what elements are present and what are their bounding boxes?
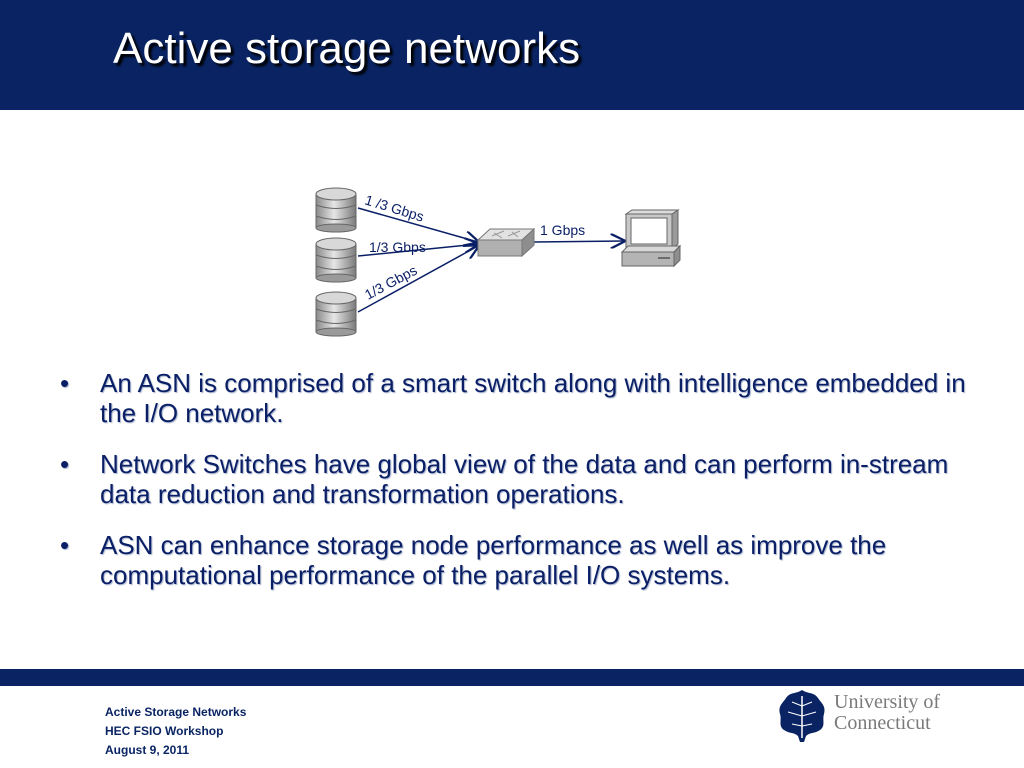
footer-info: Active Storage Networks HEC FSIO Worksho… bbox=[105, 703, 246, 760]
storage-disk-icon bbox=[315, 187, 357, 233]
list-item: • ASN can enhance storage node performanc… bbox=[60, 530, 980, 590]
bullet-text: Network Switches have global view of the… bbox=[100, 449, 949, 509]
link-label-disk2: 1/3 Gbps bbox=[369, 239, 426, 255]
link-line-disk1 bbox=[357, 207, 478, 242]
logo-line-1: University of bbox=[834, 691, 941, 713]
footer-date: August 9, 2011 bbox=[105, 743, 190, 757]
footer-bar bbox=[0, 669, 1024, 686]
link-line-disk2 bbox=[357, 244, 478, 257]
link-line-switch bbox=[533, 241, 624, 242]
link-line-disk3 bbox=[357, 246, 478, 313]
bullet-text: An ASN is comprised of a smart switch al… bbox=[100, 368, 966, 428]
list-item: • Network Switches have global view of th… bbox=[60, 449, 980, 509]
network-switch-icon bbox=[476, 227, 536, 258]
footer-title: Active Storage Networks bbox=[105, 705, 247, 719]
footer-event: HEC FSIO Workshop bbox=[105, 724, 224, 738]
storage-disk-icon bbox=[315, 291, 357, 337]
link-label-switch: 1 Gbps bbox=[540, 222, 585, 238]
bullet-text: ASN can enhance storage node performance… bbox=[100, 530, 887, 590]
oak-leaf-icon bbox=[779, 690, 825, 742]
bullet-dot: • bbox=[60, 530, 70, 560]
bullet-list: • An ASN is comprised of a smart switch a… bbox=[60, 368, 980, 611]
logo-line-2: Connecticut bbox=[834, 712, 931, 734]
uconn-logo bbox=[779, 690, 825, 742]
slide-title: Active storage networks bbox=[113, 24, 581, 73]
computer-icon bbox=[620, 209, 682, 268]
bullet-dot: • bbox=[60, 368, 70, 398]
header-bar bbox=[0, 0, 1024, 110]
list-item: • An ASN is comprised of a smart switch a… bbox=[60, 368, 980, 428]
link-label-disk1: 1 /3 Gbps bbox=[363, 192, 426, 225]
storage-disk-icon bbox=[315, 237, 357, 283]
bullet-dot: • bbox=[60, 449, 70, 479]
logo-text: University of Connecticut bbox=[834, 692, 940, 734]
